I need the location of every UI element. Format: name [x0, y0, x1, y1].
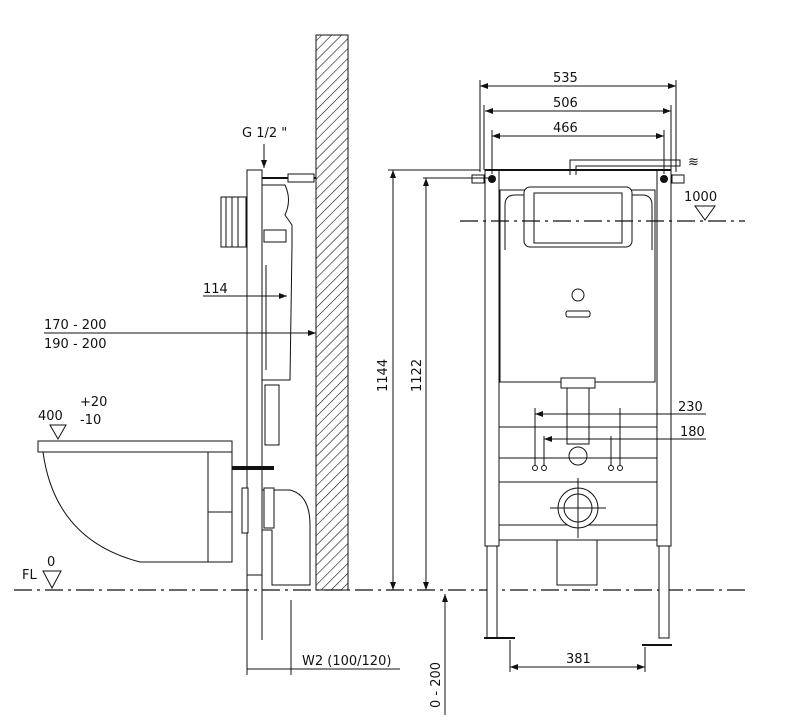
seat-tol-plus: +20	[80, 395, 107, 410]
floor-level-marker	[42, 570, 62, 590]
toilet-seat	[37, 440, 233, 453]
front-view: ≋ 535 506 466 1144 1122 1000 230	[376, 71, 745, 715]
seat-level-marker	[49, 424, 67, 441]
wall-hatched	[315, 34, 349, 591]
flush-plate	[220, 196, 247, 248]
dim-depth-a: 170 - 200	[44, 318, 107, 333]
dim-button-height: 1000	[684, 190, 717, 205]
button-level-marker	[694, 205, 716, 221]
dim-bolt-outer: 230	[678, 400, 703, 415]
leg-left	[486, 545, 498, 639]
flush-pipe	[264, 384, 280, 446]
seat-height: 400	[38, 409, 63, 424]
frame-post	[246, 169, 263, 576]
leg-right	[658, 545, 670, 639]
inlet-label: G 1/2 "	[242, 126, 287, 141]
toilet-bowl	[42, 451, 233, 563]
dim-114: 114	[203, 282, 228, 297]
logo-mark	[571, 288, 585, 302]
dim-height-frame: 1122	[410, 359, 425, 392]
water-symbol-icon: ≋	[688, 155, 699, 170]
dim-foot-spacing: 381	[566, 652, 591, 667]
mounting-bolt	[200, 466, 274, 470]
dim-leg-adjust: 0 - 200	[429, 662, 444, 708]
dim-width-inner: 466	[553, 121, 578, 136]
dim-wall: W2 (100/120)	[302, 654, 391, 669]
seat-tol-minus: -10	[80, 413, 101, 428]
frame-right-post	[656, 169, 672, 547]
drain-outlet	[556, 539, 598, 586]
dim-width-mid: 506	[553, 96, 578, 111]
dim-depth-b: 190 - 200	[44, 337, 107, 352]
frame-left-post	[484, 169, 500, 547]
floor-level: 0	[47, 555, 55, 570]
water-supply-pipe	[569, 159, 681, 175]
dim-bolt-inner: 180	[680, 425, 705, 440]
side-view: G 1/2 " 400 +20 -10 FL 0 114 170 - 200 1…	[22, 34, 400, 675]
dim-width-outer: 535	[553, 71, 578, 86]
dim-height-total: 1144	[376, 359, 391, 392]
floor-label: FL	[22, 568, 37, 583]
